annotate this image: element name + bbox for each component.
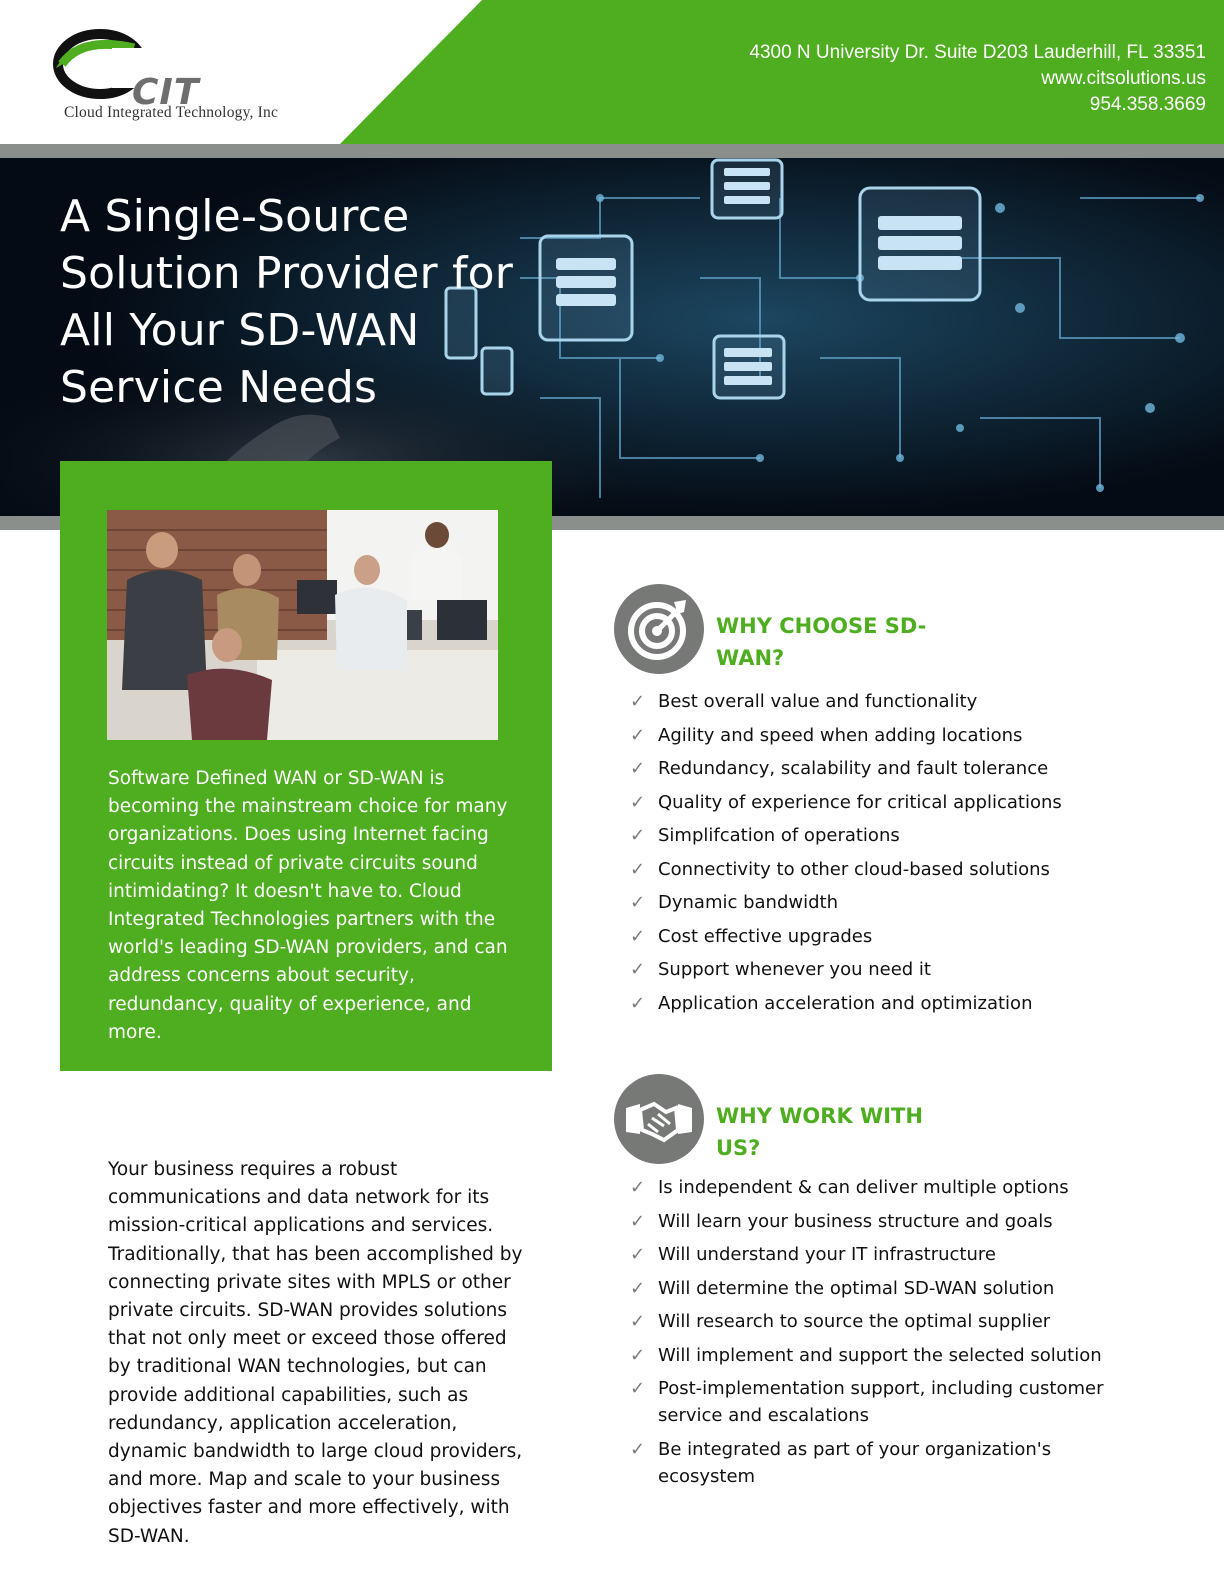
list-item: ✓ Will research to source the optimal sup… (630, 1308, 1132, 1335)
list-item-text: Best overall value and functionality (658, 691, 978, 712)
list-item-text: Will implement and support the selected … (658, 1344, 1102, 1366)
intro-text: Software Defined WAN or SD-WAN is becomi… (108, 768, 508, 1043)
list-item-text: Simplifcation of operations (658, 825, 900, 846)
list-item-text: Quality of experience for critical appli… (658, 791, 1062, 813)
hero-banner: A Single-Source Solution Provider for Al… (0, 158, 1224, 516)
list-item-text: Be integrated as part of your organizati… (658, 1438, 1052, 1487)
list-item: ✓ Quality of experience for critical appl… (630, 789, 1132, 816)
list-item: ✓ Dynamic bandwidth (630, 889, 1132, 916)
why-work-title-line1: WHY WORK WITH (716, 1104, 923, 1128)
office-photo-image (107, 510, 498, 740)
company-logo (52, 28, 332, 128)
checkmark-icon: ✓ (630, 1438, 646, 1460)
phone-number[interactable]: 954.358.3669 (1089, 94, 1206, 115)
list-item-text: Will understand your IT infrastructure (658, 1244, 996, 1265)
why-choose-section: WHY CHOOSE SD- WAN? ✓ Best overall value … (614, 584, 1214, 1024)
address: 4300 N University Dr. Suite D203 Lauderh… (749, 42, 1206, 63)
checkmark-icon: ✓ (630, 892, 646, 913)
checkmark-icon: ✓ (630, 791, 646, 813)
office-photo (107, 510, 498, 740)
list-item-text: Redundancy, scalability and fault tolera… (658, 758, 1049, 779)
checkmark-icon: ✓ (630, 992, 646, 1014)
checkmark-icon: ✓ (630, 1344, 646, 1366)
checkmark-icon: ✓ (630, 925, 646, 947)
why-choose-title-line1: WHY CHOOSE SD- (716, 614, 927, 638)
list-item-text: Connectivity to other cloud-based soluti… (658, 858, 1050, 880)
checkmark-icon: ✓ (630, 1177, 646, 1198)
list-item: ✓ Application acceleration and optimizati… (630, 990, 1132, 1017)
logo-swoosh-icon (53, 29, 162, 99)
checkmark-icon: ✓ (630, 691, 646, 712)
checkmark-icon: ✓ (630, 1210, 646, 1232)
header: CIT Cloud Integrated Technology, Inc 430… (0, 0, 1224, 144)
list-item-text: Dynamic bandwidth (658, 892, 839, 913)
list-item: ✓ Cost effective upgrades (630, 923, 1132, 950)
list-item: ✓ Post-implementation support, including … (630, 1375, 1132, 1429)
why-work-section: WHY WORK WITH US? ✓ Is independent & can … (614, 1074, 1214, 1514)
list-item: ✓ Connectivity to other cloud-based solut… (630, 856, 1132, 883)
list-item-text: Is independent & can deliver multiple op… (658, 1177, 1069, 1198)
list-item: ✓ Will implement and support the selected… (630, 1342, 1132, 1369)
list-item-text: Will research to source the optimal supp… (658, 1311, 1051, 1332)
list-item: ✓ Is independent & can deliver multiple o… (630, 1174, 1132, 1201)
checkmark-icon: ✓ (630, 758, 646, 779)
why-work-title-line2: US? (716, 1136, 761, 1160)
why-choose-list: ✓ Best overall value and functionality ✓ Ag… (630, 688, 1132, 1023)
checkmark-icon: ✓ (630, 825, 646, 846)
why-choose-title-line2: WAN? (716, 646, 785, 670)
list-item-text: Agility and speed when adding locations (658, 724, 1023, 746)
list-item: ✓ Will learn your business structure and … (630, 1208, 1132, 1235)
list-item-text: Will determine the optimal SD-WAN soluti… (658, 1277, 1055, 1299)
checkmark-icon: ✓ (630, 1311, 646, 1332)
list-item-text: Will learn your business structure and g… (658, 1210, 1053, 1232)
list-item: ✓ Best overall value and functionality (630, 688, 1132, 715)
website-link[interactable]: www.citsolutions.us (1041, 68, 1206, 89)
list-item-text: Cost effective upgrades (658, 925, 873, 947)
list-item: ✓ Be integrated as part of your organizat… (630, 1436, 1132, 1490)
checkmark-icon: ✓ (630, 858, 646, 880)
list-item-text: Application acceleration and optimizatio… (658, 992, 1033, 1014)
list-item: ✓ Will understand your IT infrastructure (630, 1241, 1132, 1268)
why-choose-title: WHY CHOOSE SD- WAN? (716, 610, 956, 674)
list-item: ✓ Will determine the optimal SD-WAN solut… (630, 1275, 1132, 1302)
handshake-icon (614, 1074, 704, 1164)
list-item-text: Post-implementation support, including c… (658, 1378, 1104, 1426)
list-item: ✓ Simplifcation of operations (630, 822, 1132, 849)
contact-info: 4300 N University Dr. Suite D203 Lauderh… (749, 40, 1206, 118)
divider-top (0, 144, 1224, 158)
body-text: Your business requires a robust communic… (108, 1159, 523, 1547)
list-item: ✓ Redundancy, scalability and fault toler… (630, 755, 1132, 782)
target-icon (614, 584, 704, 674)
why-work-list: ✓ Is independent & can deliver multiple o… (630, 1174, 1132, 1496)
checkmark-icon: ✓ (630, 1378, 646, 1399)
list-item: ✓ Agility and speed when adding locations (630, 722, 1132, 749)
checkmark-icon: ✓ (630, 724, 646, 746)
header-green-band (340, 0, 1224, 144)
list-item: ✓ Support whenever you need it (630, 956, 1132, 983)
why-work-title: WHY WORK WITH US? (716, 1100, 956, 1164)
hero-title: A Single-Source Solution Provider for Al… (60, 191, 514, 413)
checkmark-icon: ✓ (630, 1244, 646, 1265)
list-item-text: Support whenever you need it (658, 959, 931, 980)
intro-panel: Software Defined WAN or SD-WAN is becomi… (60, 461, 552, 1071)
logo-caption: Cloud Integrated Technology, Inc (64, 104, 279, 121)
logo-wordmark: CIT (132, 72, 200, 113)
checkmark-icon: ✓ (630, 959, 646, 980)
checkmark-icon: ✓ (630, 1277, 646, 1299)
